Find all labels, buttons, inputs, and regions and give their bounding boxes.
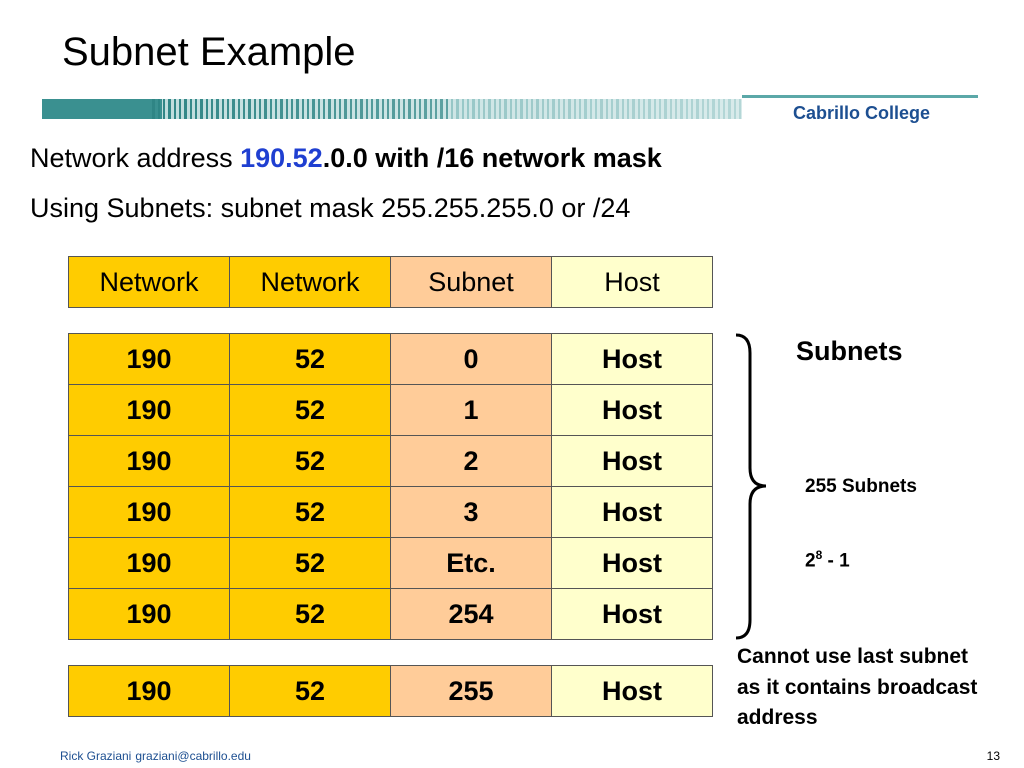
network-address-line: Network address 190.52.0.0 with /16 netw… [30,143,662,174]
header-banner [42,95,978,123]
subnet-count-label: 255 Subnets [805,476,917,497]
cell-host: Host [551,665,713,717]
network-address-prefix: Network address [30,143,241,173]
cell-octet1: 190 [68,665,230,717]
subnet-formula: 28 - 1 [805,548,850,572]
cell-subnet: Etc. [390,537,552,589]
header-host: Host [551,256,713,308]
table-row: 190 52 0 Host [68,333,713,385]
table-row: 190 52 3 Host [68,486,713,538]
cell-octet1: 190 [68,435,230,487]
cell-host: Host [551,333,713,385]
header-row: Network Network Subnet Host [68,256,713,308]
subnets-label: Subnets [796,336,903,366]
cell-octet1: 190 [68,333,230,385]
table-row: 190 52 1 Host [68,384,713,436]
cell-octet2: 52 [229,588,391,640]
cell-subnet: 255 [390,665,552,717]
cell-octet1: 190 [68,486,230,538]
author-email: graziani@cabrillo.edu [135,749,251,763]
network-address-rest: .0.0 with /16 network mask [322,143,662,173]
cell-subnet: 1 [390,384,552,436]
cell-octet1: 190 [68,384,230,436]
cell-host: Host [551,537,713,589]
header-table: Network Network Subnet Host [68,256,713,308]
cell-octet2: 52 [229,486,391,538]
network-address-highlight: 190.52 [240,143,323,173]
cell-host: Host [551,588,713,640]
formula-base: 2 [805,550,816,572]
cell-host: Host [551,486,713,538]
slide-title: Subnet Example [62,30,356,74]
formula-rest: - 1 [822,550,850,572]
cell-subnet: 254 [390,588,552,640]
cell-octet2: 52 [229,537,391,589]
broadcast-note: Cannot use last subnet as it contains br… [737,645,978,729]
cell-host: Host [551,435,713,487]
header-network-2: Network [229,256,391,308]
header-subnet: Subnet [390,256,552,308]
cell-subnet: 3 [390,486,552,538]
cell-octet1: 190 [68,537,230,589]
table-row: 190 52 255 Host [68,665,713,717]
author-name: Rick Graziani [60,749,132,763]
cell-octet2: 52 [229,435,391,487]
cell-host: Host [551,384,713,436]
header-network-1: Network [68,256,230,308]
page-number: 13 [986,749,1000,763]
table-row: 190 52 2 Host [68,435,713,487]
cell-octet2: 52 [229,665,391,717]
formula-exponent: 8 [815,548,823,562]
brand-logo-text: Cabrillo College [792,103,930,123]
subnet-mask-line: Using Subnets: subnet mask 255.255.255.0… [30,193,631,223]
subnet-table: 190 52 0 Host 190 52 1 Host 190 52 2 Hos… [68,333,713,640]
right-brace-icon [735,333,767,640]
cell-octet2: 52 [229,333,391,385]
table-row: 190 52 254 Host [68,588,713,640]
cell-octet2: 52 [229,384,391,436]
cell-octet1: 190 [68,588,230,640]
table-row: 190 52 Etc. Host [68,537,713,589]
broadcast-subnet-table: 190 52 255 Host [68,665,713,717]
cell-subnet: 2 [390,435,552,487]
cell-subnet: 0 [390,333,552,385]
